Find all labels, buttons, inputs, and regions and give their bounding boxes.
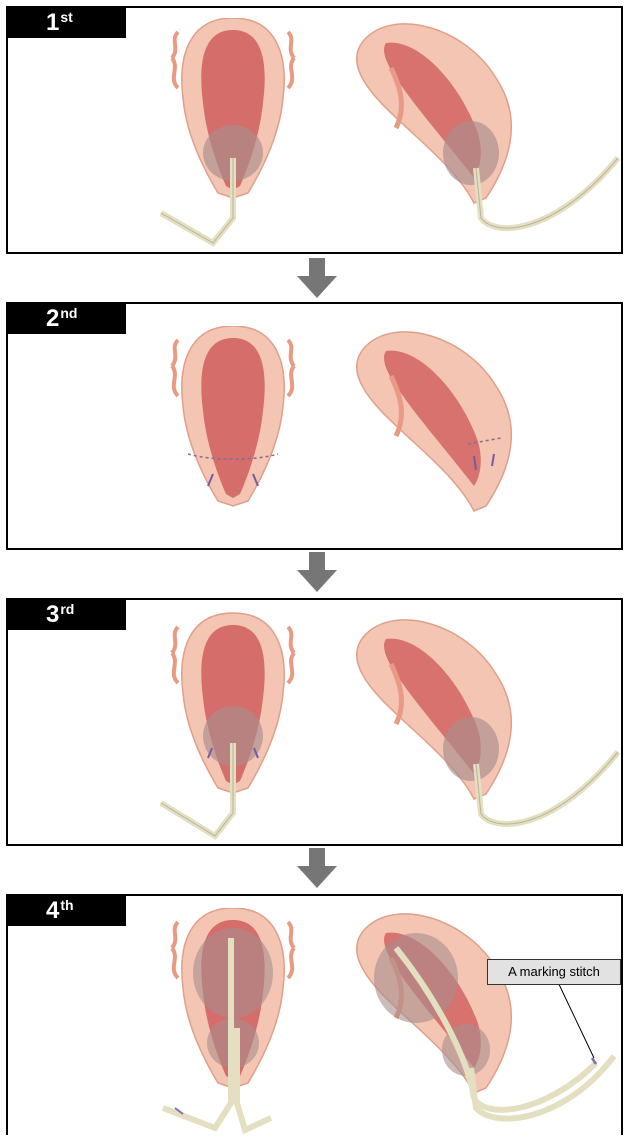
balloon — [443, 717, 499, 781]
step-label-3: 3rd — [8, 600, 126, 630]
uterus-front-view — [153, 326, 313, 536]
step-panel-1: 1st — [6, 6, 623, 254]
uterus-side-view — [356, 326, 556, 536]
down-arrow-icon — [297, 848, 337, 888]
step-panel-4: 4th — [6, 894, 623, 1135]
uterus-side-view — [356, 18, 626, 248]
marking-stitch-callout: A marking stitch — [487, 959, 621, 985]
uterus-front-view — [153, 18, 313, 248]
down-arrow-icon — [297, 552, 337, 592]
balloon — [443, 121, 499, 185]
down-arrow-icon — [297, 258, 337, 298]
uterus-front-view — [153, 608, 313, 843]
uterus-front-view — [153, 908, 313, 1137]
step-panel-3: 3rd — [6, 598, 623, 846]
step-label-2: 2nd — [8, 304, 126, 334]
uterus-side-view — [356, 614, 626, 839]
callout-leader-line — [556, 978, 594, 1058]
step-label-4: 4th — [8, 896, 126, 926]
step-panel-2: 2nd — [6, 302, 623, 550]
step-label-1: 1st — [8, 8, 126, 38]
uterus-side-view — [356, 908, 626, 1137]
